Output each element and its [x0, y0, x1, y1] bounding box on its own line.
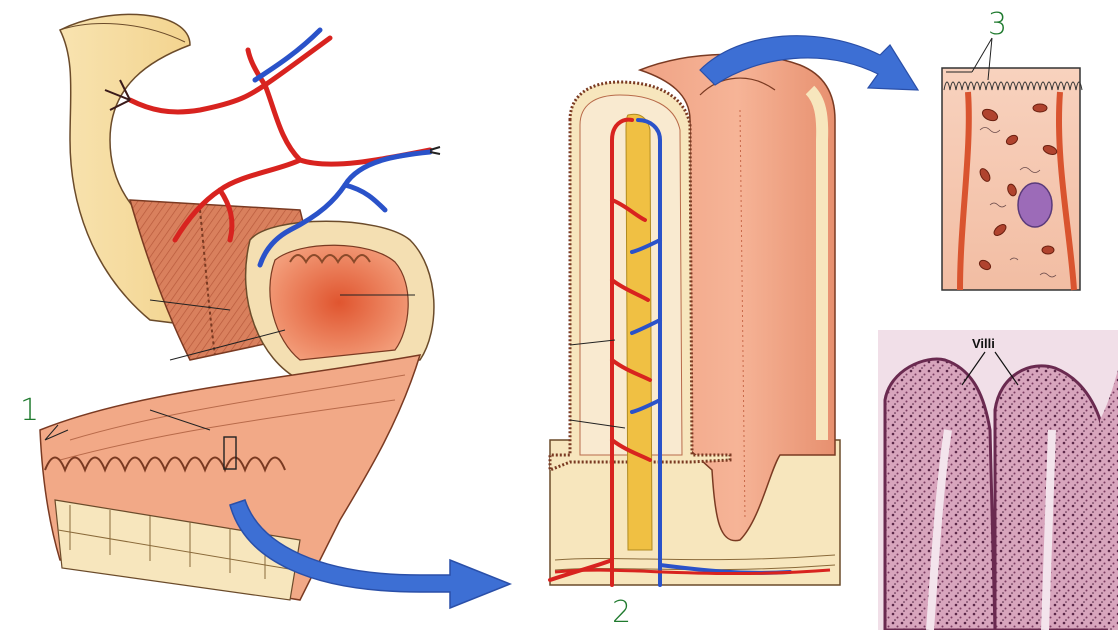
villus-detail: 2 — [548, 53, 841, 630]
annotation-3: 3 — [988, 7, 1007, 42]
histology-micrograph: Villi — [878, 330, 1118, 630]
villus-arteriole — [548, 117, 652, 587]
epithelial-cell-detail: 3 — [941, 7, 1083, 291]
arrow-to-cell — [699, 35, 920, 91]
intestine-section: 1 — [20, 13, 441, 601]
villus-base-block — [549, 439, 841, 586]
annotation-1: 1 — [20, 393, 39, 428]
endoplasmic-reticulum — [979, 127, 1057, 278]
villus-highlight-box — [223, 436, 237, 470]
mitochondria — [978, 103, 1058, 271]
lumen-cut-face — [269, 244, 409, 361]
arrow-to-villus — [229, 499, 513, 610]
annotation-2: 2 — [612, 595, 631, 630]
leader-lines — [149, 294, 415, 431]
nucleus — [1017, 182, 1053, 228]
microvilli — [943, 81, 1083, 91]
mucosal-folds — [44, 456, 286, 473]
villi-label: Villi — [972, 336, 995, 351]
villus-venule — [630, 118, 792, 587]
villus-leader-lines — [569, 339, 626, 429]
veins — [252, 27, 433, 268]
